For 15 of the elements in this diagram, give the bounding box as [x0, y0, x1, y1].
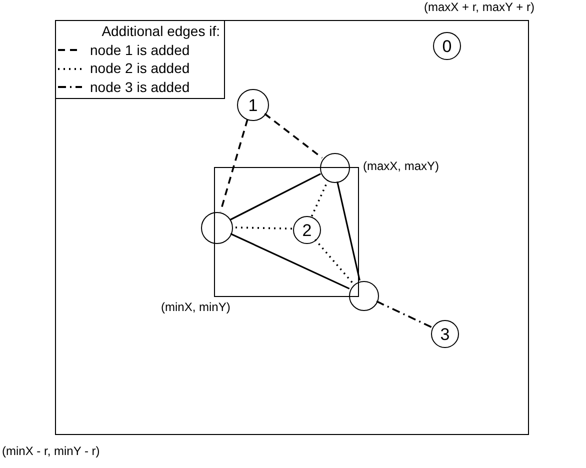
coordinate-label: (minX, minY) — [161, 300, 230, 315]
legend-text: node 3 is added — [90, 78, 190, 96]
edge-line — [376, 300, 432, 328]
coordinate-label: (maxX + r, maxY + r) — [424, 0, 534, 15]
edge-line — [314, 239, 354, 284]
legend-text: node 1 is added — [90, 42, 190, 59]
edge-line — [220, 119, 248, 212]
coordinate-label: (maxX, maxY) — [363, 159, 440, 174]
legend-title: Additional edges if: — [102, 23, 220, 40]
legend-text: node 2 is added — [90, 60, 190, 78]
edge-line — [230, 173, 321, 220]
edge-line — [336, 181, 360, 281]
edge-line — [230, 232, 350, 290]
coordinate-label: (minX - r, minY - r) — [2, 444, 100, 459]
edge-line — [264, 113, 323, 159]
